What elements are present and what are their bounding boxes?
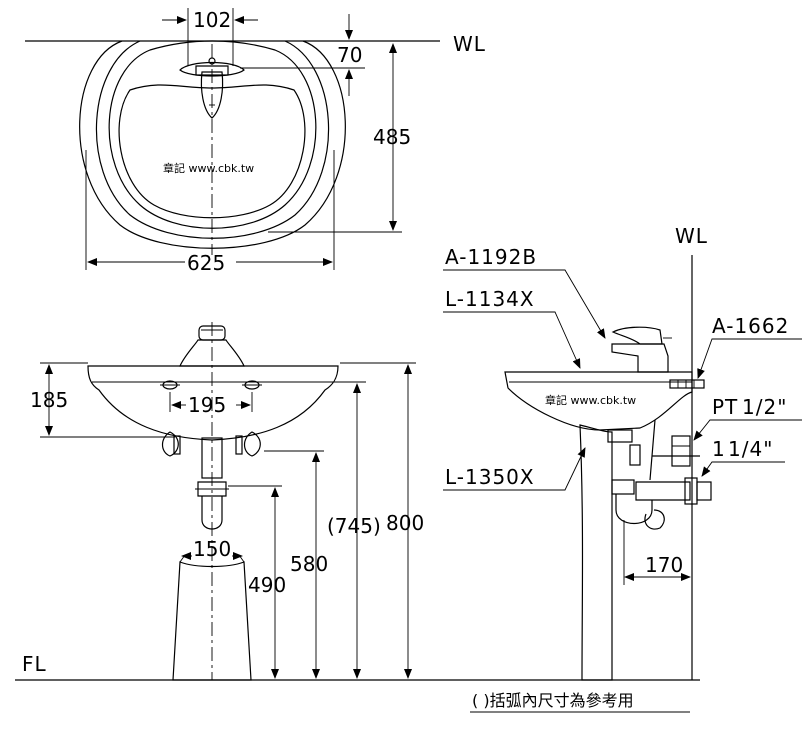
dim-745: (745) (327, 381, 381, 679)
dim-625-label: 625 (187, 251, 225, 275)
label-drain: 1 1/4" (701, 437, 785, 477)
dim-102: 102 (162, 8, 258, 66)
dim-800: 800 (340, 362, 424, 679)
label-faucet: A-1192B (443, 245, 606, 339)
label-pedestal-text: L-1350X (445, 465, 535, 489)
dim-185-label: 185 (30, 388, 68, 412)
dim-170-label: 170 (645, 553, 683, 577)
dim-70-label: 70 (337, 43, 362, 67)
fl-label: FL (22, 652, 47, 676)
side-wl-label: WL (675, 224, 708, 248)
label-faucet-text: A-1192B (445, 245, 537, 269)
dim-800-label: 800 (386, 511, 424, 535)
label-drain-fraction: 1/4" (728, 437, 773, 461)
label-pedestal: L-1350X (443, 447, 586, 491)
dim-625: 625 (85, 150, 335, 275)
dim-490-label: 490 (248, 573, 286, 597)
basin-front-body (87, 365, 339, 441)
plumbing-front (161, 431, 261, 530)
watermark-side: 章記 www.cbk.tw (545, 393, 636, 407)
dim-485: 485 (268, 43, 411, 233)
plumbing-side (607, 419, 712, 530)
dim-150: 150 (181, 537, 243, 561)
label-supply: PT 1/2" (693, 395, 802, 441)
dim-195-label: 195 (188, 393, 226, 417)
dim-490: 490 (228, 485, 286, 679)
dim-102-label: 102 (193, 8, 231, 32)
label-bracket: A-1662 (697, 314, 802, 379)
label-supply-pt: PT (712, 395, 738, 419)
dim-150-label: 150 (193, 537, 231, 561)
top-wl-label: WL (453, 32, 486, 56)
top-view: WL 102 70 (25, 8, 486, 275)
dim-70: 70 (240, 14, 365, 96)
bracket-side (669, 379, 705, 389)
label-supply-fraction: 1/2" (742, 395, 787, 419)
faucet-side-icon (611, 326, 672, 373)
dim-170: 170 (623, 520, 691, 585)
watermark-top: 章記 www.cbk.tw (163, 161, 254, 175)
front-view: FL 195 18 (15, 322, 700, 681)
dim-745-label: (745) (327, 514, 381, 538)
pedestal-side (579, 424, 613, 681)
footnote: ( )括弧內尺寸為參考用 (472, 691, 634, 710)
side-view: WL (443, 224, 802, 713)
mount-holes (160, 380, 262, 390)
label-basin: L-1134X (443, 287, 581, 369)
basin-rim-3 (108, 40, 317, 229)
label-drain-whole: 1 (712, 437, 726, 461)
basin-rim-2 (95, 40, 330, 239)
faucet-top-icon (179, 57, 245, 119)
dim-195: 195 (169, 392, 253, 417)
basin-outer-rim (79, 40, 346, 249)
dim-580-label: 580 (290, 552, 328, 576)
dim-580: 580 (264, 450, 328, 679)
dim-485-label: 485 (373, 125, 411, 149)
label-bracket-text: A-1662 (712, 314, 789, 338)
label-basin-text: L-1134X (445, 287, 535, 311)
dim-185: 185 (30, 362, 175, 438)
